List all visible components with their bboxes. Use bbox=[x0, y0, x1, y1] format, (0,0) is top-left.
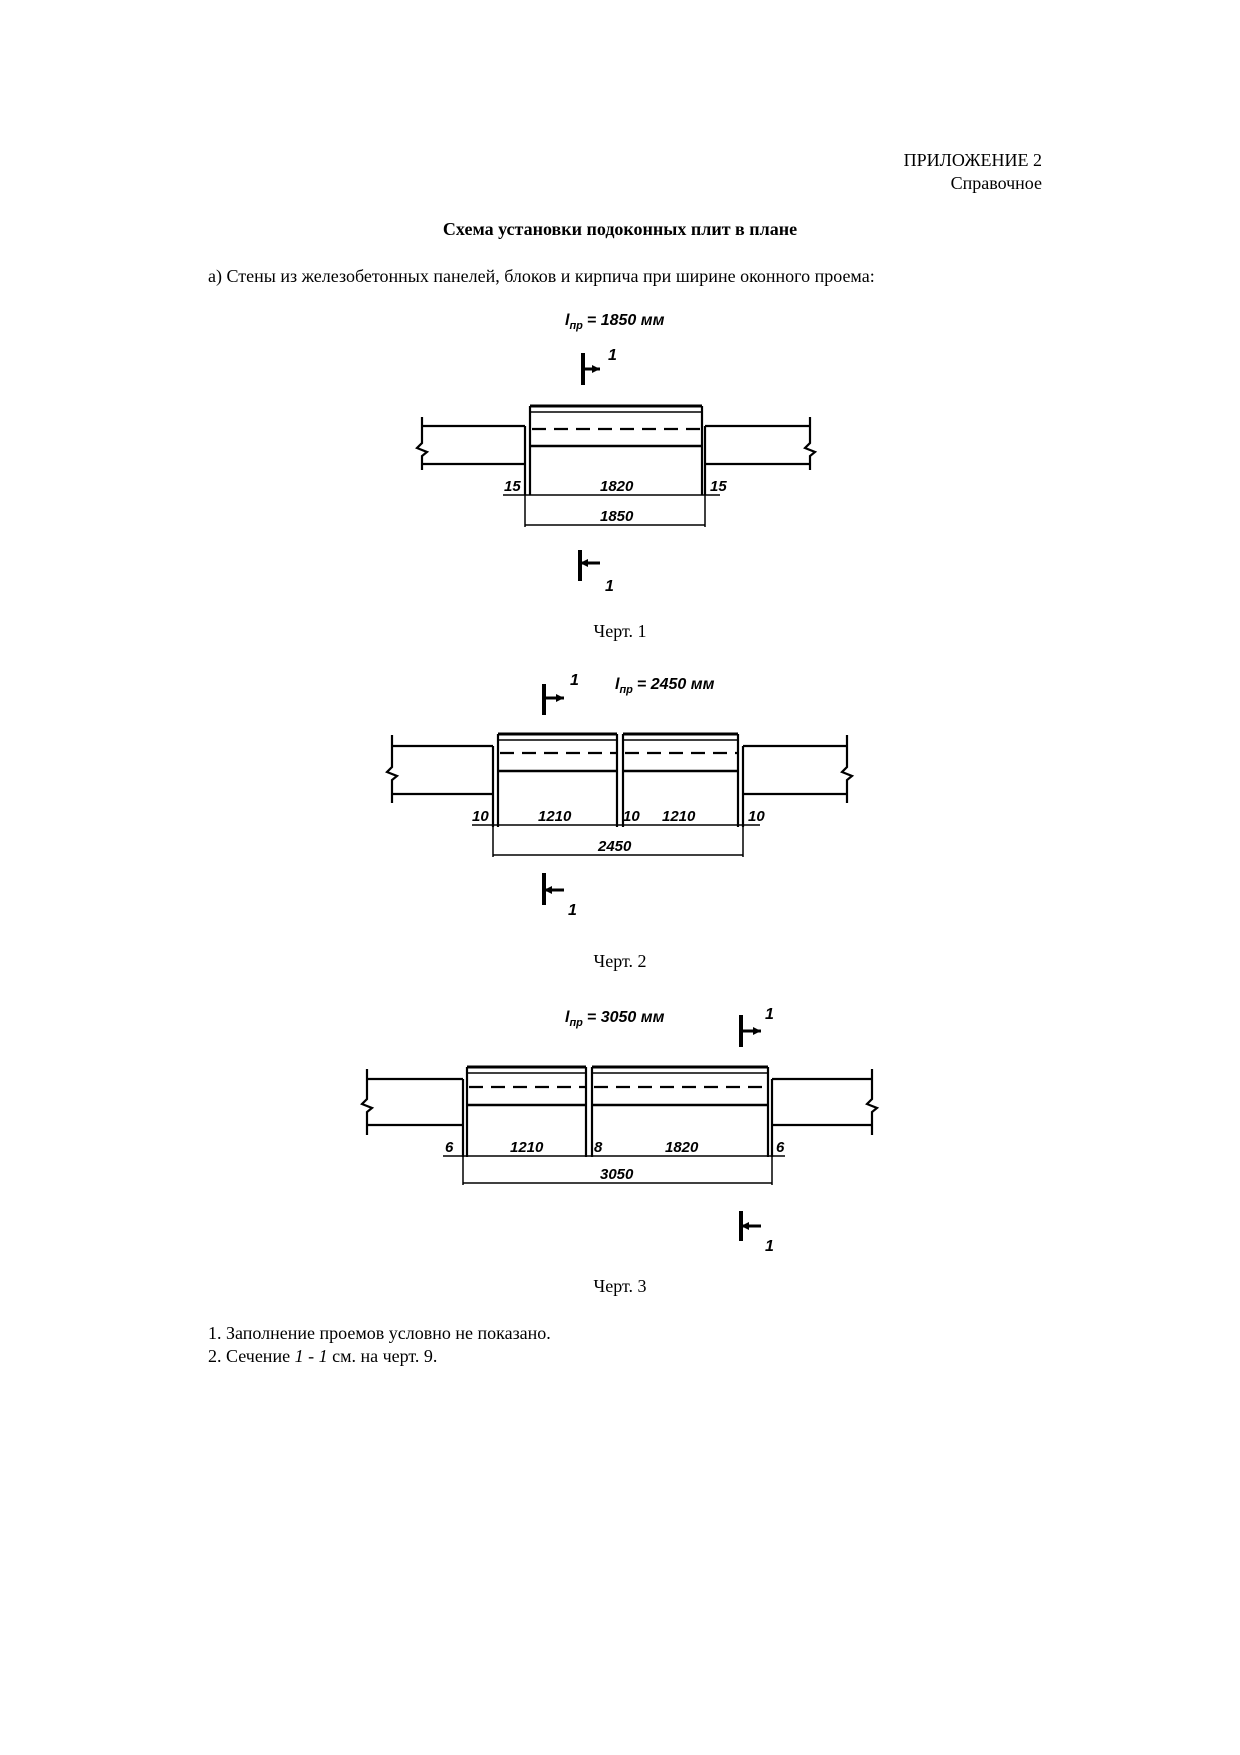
appendix-label: ПРИЛОЖЕНИЕ 2 bbox=[903, 150, 1042, 170]
section-mark-top: 1 bbox=[765, 1006, 774, 1023]
section-mark-bottom: 1 bbox=[605, 578, 614, 595]
note-1: 1. Заполнение проемов условно не показан… bbox=[208, 1323, 551, 1343]
page-title: Схема установки подоконных плит в плане bbox=[442, 219, 798, 239]
dim-3: 10 bbox=[623, 808, 640, 825]
reference-label: Справочное bbox=[950, 173, 1042, 193]
dim-4: 1820 bbox=[665, 1139, 699, 1156]
drawing-2: lпр= 2450 мм 1 1 10 1210 10 1210 10 2450 bbox=[385, 672, 855, 919]
section-mark-bottom: 1 bbox=[568, 902, 577, 919]
opening-width-label: lпр= 2450 мм bbox=[615, 676, 715, 696]
note-2: 2. Сечение 1 - 1 см. на черт. 9. bbox=[208, 1346, 438, 1366]
dim-total: 3050 bbox=[600, 1166, 634, 1183]
dim-1: 10 bbox=[472, 808, 489, 825]
dim-slab: 1820 bbox=[600, 478, 634, 495]
drawing-3: lпр= 3050 мм 1 1 6 1210 8 1820 6 3050 bbox=[360, 1006, 880, 1255]
section-mark-top: 1 bbox=[608, 347, 617, 364]
section-mark-top: 1 bbox=[570, 672, 579, 689]
dim-right: 15 bbox=[710, 478, 727, 495]
caption-3: Черт. 3 bbox=[593, 1276, 647, 1296]
dim-total: 2450 bbox=[597, 838, 632, 855]
caption-1: Черт. 1 bbox=[593, 621, 647, 641]
dim-left: 15 bbox=[504, 478, 521, 495]
dim-5: 6 bbox=[776, 1139, 785, 1156]
opening-width-label: lпр= 1850 мм bbox=[565, 312, 665, 332]
dim-2: 1210 bbox=[538, 808, 572, 825]
opening-width-label: lпр= 3050 мм bbox=[565, 1009, 665, 1029]
dim-1: 6 bbox=[445, 1139, 454, 1156]
dim-total: 1850 bbox=[600, 508, 634, 525]
subtitle: а) Стены из железобетонных панелей, блок… bbox=[208, 266, 875, 286]
section-mark-bottom: 1 bbox=[765, 1238, 774, 1255]
dim-4: 1210 bbox=[662, 808, 696, 825]
caption-2: Черт. 2 bbox=[593, 951, 647, 971]
drawing-1: lпр= 1850 мм 1 1 15 1820 15 1850 bbox=[415, 312, 818, 595]
dim-5: 10 bbox=[748, 808, 765, 825]
dim-3: 8 bbox=[594, 1139, 603, 1156]
dim-2: 1210 bbox=[510, 1139, 544, 1156]
